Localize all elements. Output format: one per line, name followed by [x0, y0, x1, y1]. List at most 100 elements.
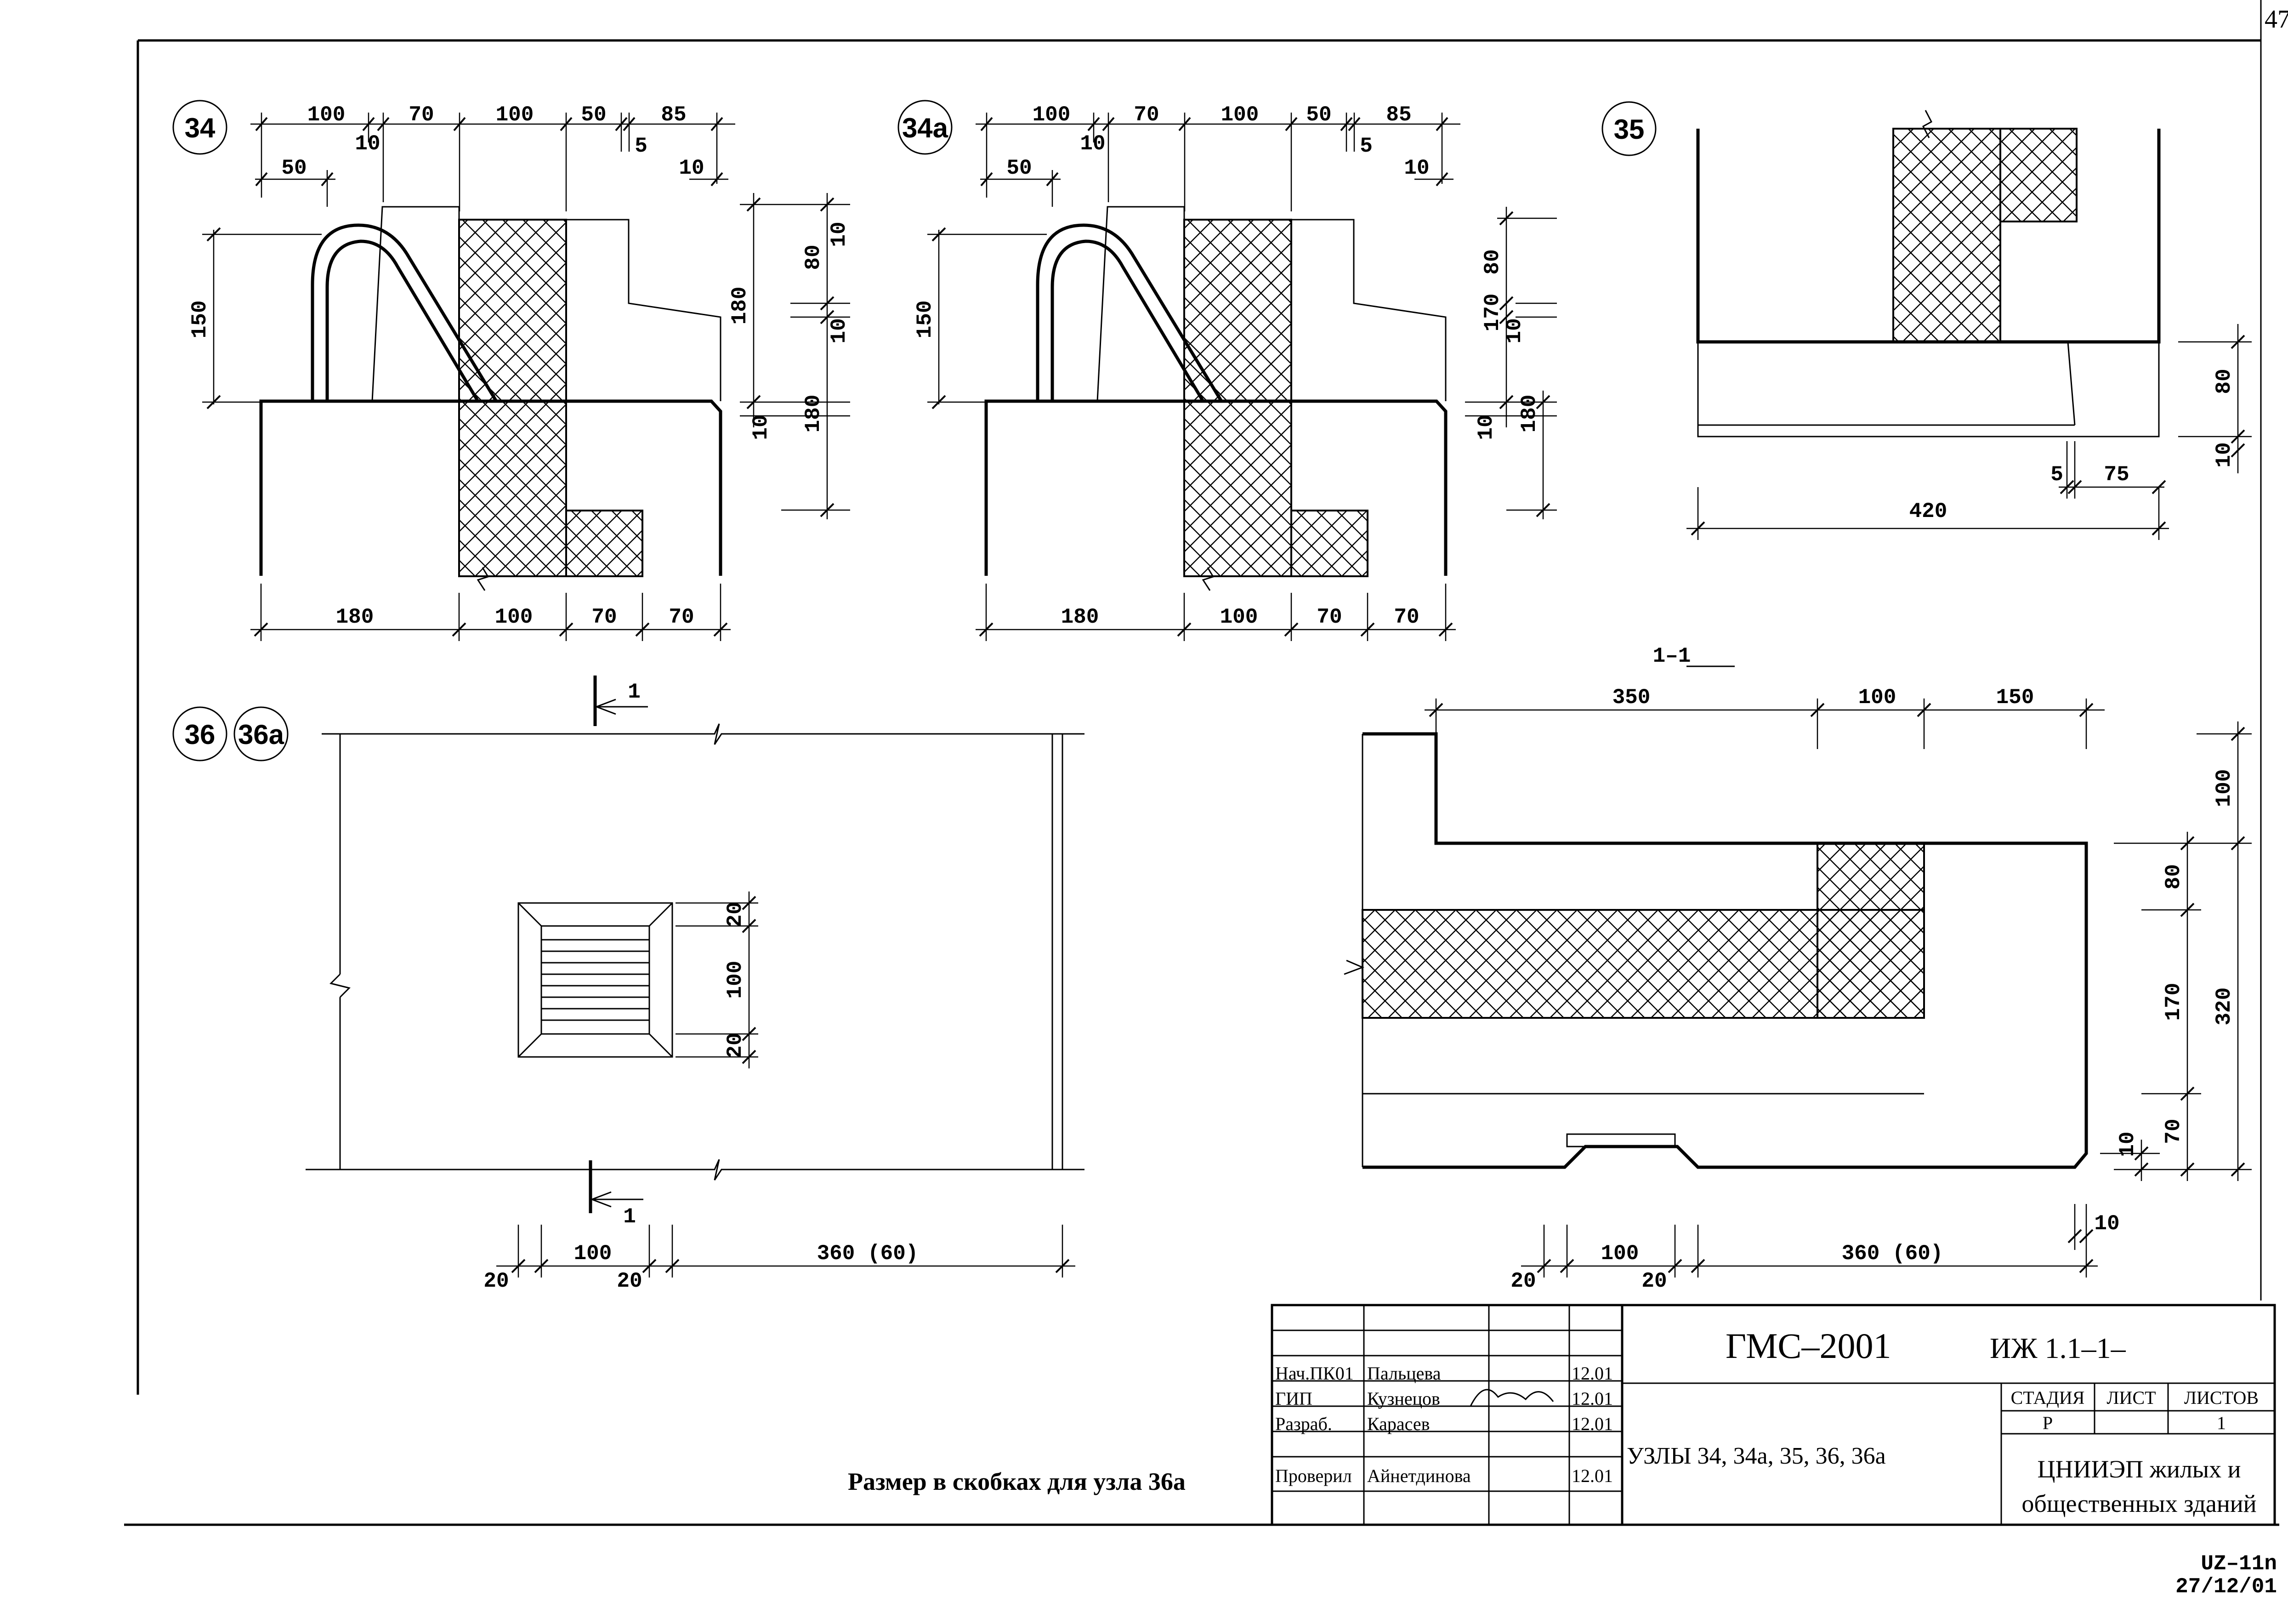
- date-cell: 12.01: [1572, 1465, 1613, 1486]
- role-cell: Нач.ПК01: [1275, 1363, 1354, 1384]
- name-cell: Кузнецов: [1367, 1388, 1440, 1409]
- panel-outline: [984, 399, 1448, 576]
- section-mark-label: 1: [623, 1205, 636, 1229]
- dim-label: 180: [1517, 395, 1541, 433]
- stage-value: Р: [2043, 1413, 2053, 1433]
- dim-label: 150: [913, 301, 937, 339]
- grille-profile: [1566, 1133, 1676, 1147]
- dim-label: 10: [2094, 1212, 2119, 1236]
- dim-label: 70: [1317, 605, 1342, 629]
- dim-label: 5: [2050, 463, 2063, 487]
- node-36-marker: [172, 706, 227, 761]
- stamp-line1: UZ–11n: [2201, 1552, 2277, 1576]
- panel-outline: [371, 206, 460, 402]
- dim-label: 70: [669, 605, 694, 629]
- break-mark: [1922, 110, 1933, 138]
- dim-label: 180: [728, 287, 752, 325]
- dim-label: 70: [1134, 103, 1159, 127]
- stamp-line2: 27/12/01: [2175, 1575, 2277, 1599]
- dim-label: 10: [749, 415, 773, 440]
- node-34a-label: 34а: [902, 113, 948, 143]
- dim-label: 10: [827, 318, 851, 343]
- section-title: 1–1: [1653, 644, 1691, 668]
- signature: [1470, 1389, 1554, 1407]
- dim-label: 85: [661, 103, 686, 127]
- node-36a-label: 36а: [238, 719, 284, 750]
- dim-label: 100: [2212, 769, 2236, 807]
- panel-outline: [1363, 732, 2088, 1169]
- anchor-loop: [325, 239, 480, 402]
- sheets-value: 1: [2217, 1413, 2226, 1433]
- dim-label: 100: [723, 961, 747, 999]
- sheet-label: ЛИСТ: [2106, 1387, 2156, 1408]
- dim-label: 70: [591, 605, 617, 629]
- grille-slats: [541, 939, 649, 1021]
- panel-outline: [259, 399, 722, 576]
- dim-label: 50: [1006, 156, 1032, 180]
- node-36: 36 36а 1 1: [172, 676, 1084, 1293]
- dim-label: 100: [1601, 1242, 1639, 1266]
- dim-label: 80: [2162, 864, 2186, 889]
- dim-label: 5: [1360, 134, 1373, 158]
- panel-outline: [1697, 342, 2160, 437]
- footnote: Размер в скобках для узла 36а: [848, 1468, 1186, 1495]
- panel-outline: [566, 219, 721, 401]
- dim-label: 70: [409, 103, 434, 127]
- anchor-loop: [1050, 239, 1205, 402]
- dim-label: 100: [1858, 686, 1896, 710]
- dim-label: 420: [1909, 500, 1947, 523]
- anchor-loop: [311, 223, 498, 402]
- dim-label: 100: [1221, 103, 1259, 127]
- dim-label: 70: [1394, 605, 1419, 629]
- dim-label: 350: [1612, 686, 1651, 710]
- panel-outline: [1096, 206, 1185, 402]
- anchor-loop: [1036, 223, 1223, 402]
- dim-label: 70: [2162, 1119, 2186, 1144]
- project-code: ГМС–2001: [1726, 1326, 1891, 1366]
- date-cell: 12.01: [1572, 1363, 1613, 1384]
- dim-label: 50: [581, 103, 606, 127]
- insulation-hatch: [565, 510, 643, 577]
- dim-label: 20: [723, 902, 747, 927]
- dim-label: 180: [336, 605, 374, 629]
- vent-grille: [517, 902, 673, 1058]
- dim-label: 180: [1061, 605, 1099, 629]
- dim-label: 180: [801, 395, 825, 433]
- dim-label: 10: [2116, 1131, 2140, 1157]
- dim-label: 100: [496, 103, 534, 127]
- dim-label: 10: [679, 156, 704, 180]
- dim-label: 50: [1306, 103, 1331, 127]
- page-number: 47: [2265, 5, 2288, 34]
- sheets-label: ЛИСТОВ: [2184, 1387, 2259, 1408]
- dim-label: 100: [1033, 103, 1071, 127]
- node-35-marker: [1601, 101, 1657, 156]
- role-cell: Разраб.: [1275, 1414, 1332, 1434]
- dim-label: 20: [1641, 1269, 1667, 1293]
- date-cell: 12.01: [1572, 1388, 1613, 1409]
- dim-label: 75: [2104, 463, 2129, 487]
- dim-label: 80: [2212, 369, 2236, 394]
- break-mark: [1344, 960, 1365, 975]
- dim-label: 100: [495, 605, 533, 629]
- name-cell: Айнетдинова: [1367, 1465, 1471, 1486]
- dim-label: 10: [355, 132, 380, 156]
- node-36-label: 36: [185, 719, 216, 750]
- organization-line2: общественных зданий: [2021, 1490, 2256, 1517]
- dim-label: 100: [1220, 605, 1258, 629]
- dim-label: 20: [723, 1033, 747, 1058]
- insulation-hatch: [1362, 909, 1925, 1019]
- dim-label: 170: [2162, 983, 2186, 1021]
- dim-label: 10: [1080, 132, 1105, 156]
- node-34a: 34а 100 70 100 50 85 10 5 50 10 150: [897, 100, 1557, 641]
- role-cell: Проверил: [1275, 1465, 1352, 1486]
- insulation-hatch: [1290, 510, 1368, 577]
- node-34: 34 100 70 100 50 85 10 5 50 10 150: [172, 100, 851, 641]
- dim-label: 10: [1474, 415, 1498, 440]
- dim-label: 100: [574, 1242, 612, 1266]
- break-mark: [329, 973, 351, 998]
- plan-edge: [306, 1159, 1084, 1181]
- document-code: ИЖ 1.1–1–: [1990, 1332, 2126, 1364]
- dim-label: 50: [281, 156, 307, 180]
- section-1-1: 1–1 350 100 150 100 320: [1344, 644, 2252, 1293]
